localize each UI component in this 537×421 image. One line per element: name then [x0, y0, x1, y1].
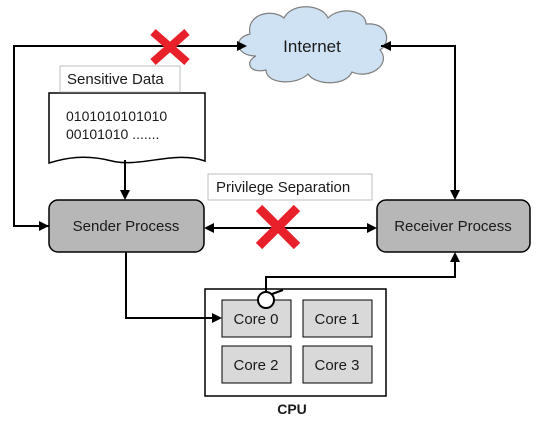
receiver-process: Receiver Process [376, 199, 531, 253]
core-0-box [221, 299, 292, 338]
core-3-box [302, 345, 373, 384]
connections [13, 41, 460, 323]
receiver-to-internet-arrow [381, 41, 456, 60]
privilege-separation-box: Privilege Separation [207, 173, 373, 201]
core-3-label: Core 3 [314, 357, 359, 374]
privilege-separation-frame [207, 173, 373, 201]
cpu-block: Core 0 Core 1 Core 2 Core 3 CPU [204, 288, 387, 417]
sender-process-label: Sender Process [73, 218, 180, 235]
core-0-label: Core 0 [233, 311, 278, 328]
sensitive-data-document: Sensitive Data 0101010101010 00101010 ..… [48, 65, 206, 165]
cloud-shape [238, 6, 388, 84]
internet-to-receiver-arrow [381, 45, 460, 200]
sensitive-data-title-box [59, 65, 181, 93]
cross-icon-d [255, 204, 301, 250]
sender-process: Sender Process [48, 199, 205, 253]
cross-icon-b [150, 29, 190, 65]
internet-label: Internet [283, 37, 341, 56]
sensitive-data-line-1: 0101010101010 [66, 108, 167, 124]
privilege-separation-label: Privilege Separation [216, 179, 350, 196]
core0-to-receiver-arrow [265, 252, 460, 292]
receiver-process-label: Receiver Process [394, 218, 512, 235]
probe-tick [271, 289, 284, 295]
sensitive-data-line-2: 00101010 ....... [66, 126, 159, 142]
sensitive-data-title: Sensitive Data [67, 71, 164, 88]
sender-to-core0-arrow [125, 252, 222, 323]
probe-circle-icon [257, 291, 275, 309]
document-shape [48, 92, 206, 165]
blocked-cross-internet [150, 29, 190, 65]
core-2-label: Core 2 [233, 357, 278, 374]
cache-probe [257, 289, 284, 309]
core-2-box [221, 345, 292, 384]
internet-cloud: Internet [238, 6, 388, 84]
core-1-box [302, 299, 373, 338]
core-1-label: Core 1 [314, 311, 359, 328]
cpu-label: CPU [277, 401, 307, 417]
blocked-cross-separation [255, 204, 301, 250]
